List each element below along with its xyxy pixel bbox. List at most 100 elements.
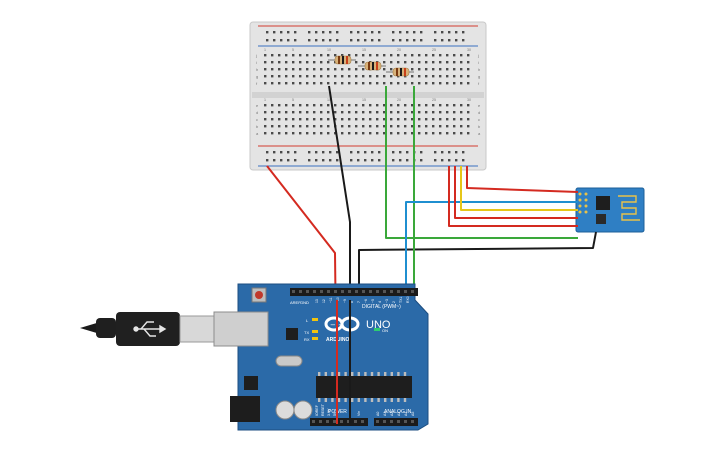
row-label: i	[478, 60, 479, 65]
terminal-hole	[348, 75, 351, 78]
terminal-hole	[320, 132, 323, 135]
terminal-hole	[404, 82, 407, 85]
chip-leg	[331, 398, 334, 402]
terminal-hole	[411, 111, 414, 114]
resistor-3	[386, 67, 414, 77]
rail-hole	[413, 39, 416, 42]
terminal-hole	[320, 54, 323, 57]
mcu-chip-legs	[318, 372, 407, 402]
chip-leg	[403, 372, 407, 376]
reset-button-cap	[255, 291, 263, 299]
digital-pin-label: 4	[378, 301, 382, 303]
header-pin	[411, 290, 414, 293]
terminal-hole	[292, 75, 295, 78]
center-channel	[252, 92, 484, 98]
terminal-hole	[376, 75, 379, 78]
rail-hole	[420, 151, 423, 154]
header-pin	[354, 420, 357, 423]
terminal-hole	[327, 54, 330, 57]
terminal-hole	[432, 61, 435, 64]
terminal-hole	[362, 118, 365, 121]
terminal-hole	[453, 61, 456, 64]
terminal-hole	[292, 54, 295, 57]
terminal-hole	[264, 75, 267, 78]
terminal-hole	[411, 118, 414, 121]
usb-cable-strain	[96, 318, 116, 338]
row-label: a	[478, 131, 481, 136]
rail-hole	[336, 31, 339, 34]
digital-pin-label: TX1	[399, 297, 403, 303]
rail-hole	[371, 159, 374, 162]
column-label: 30	[467, 48, 471, 52]
rail-hole	[336, 39, 339, 42]
terminal-hole	[383, 54, 386, 57]
row-label: c	[478, 117, 480, 122]
terminal-hole	[460, 61, 463, 64]
row-label: d	[478, 110, 480, 115]
terminal-hole	[264, 118, 267, 121]
terminal-hole	[425, 75, 428, 78]
rail-holes-top	[266, 31, 465, 42]
analog-pin-label: A3	[397, 412, 401, 416]
terminal-hole	[439, 75, 442, 78]
digital-pin-label: ~3	[385, 299, 389, 303]
rail-hole	[462, 39, 465, 42]
terminal-hole	[446, 75, 449, 78]
chip-leg	[324, 372, 327, 376]
terminal-hole	[369, 75, 372, 78]
ioref-label: IOREF	[315, 404, 319, 416]
chip-leg	[377, 372, 380, 376]
terminal-hole	[418, 82, 421, 85]
header-pin	[383, 290, 386, 293]
led-tx	[312, 330, 318, 333]
terminal-hole	[306, 82, 309, 85]
terminal-hole	[467, 61, 470, 64]
row-label: c	[256, 117, 258, 122]
rail-hole	[357, 39, 360, 42]
aref-label: AREF	[290, 300, 301, 305]
terminal-hole	[327, 68, 330, 71]
terminal-hole	[439, 132, 442, 135]
terminal-hole	[376, 132, 379, 135]
terminal-hole	[376, 54, 379, 57]
rail-hole	[308, 39, 311, 42]
chip-leg	[357, 398, 360, 402]
terminal-hole	[418, 132, 421, 135]
terminal-hole	[404, 125, 407, 128]
digital-pin-label: ~9	[343, 299, 347, 303]
terminal-hole	[355, 68, 358, 71]
terminal-hole	[292, 118, 295, 121]
terminal-hole	[467, 54, 470, 57]
digital-pin-label: 8	[350, 301, 354, 303]
terminal-hole	[306, 75, 309, 78]
terminal-hole	[383, 75, 386, 78]
terminal-hole	[439, 118, 442, 121]
chip-leg	[397, 372, 400, 376]
column-label: 5	[292, 98, 294, 102]
terminal-hole	[278, 68, 281, 71]
chip-leg	[324, 398, 327, 402]
terminal-hole	[425, 104, 428, 107]
terminal-hole	[320, 68, 323, 71]
column-label: 15	[362, 98, 366, 102]
rail-hole	[441, 151, 444, 154]
rail-hole	[315, 31, 318, 34]
rail-hole	[462, 31, 465, 34]
resistor-2	[358, 61, 386, 71]
terminal-hole	[411, 54, 414, 57]
terminal-hole	[432, 75, 435, 78]
rail-hole	[455, 151, 458, 154]
esp-pins	[578, 192, 588, 214]
terminal-hole	[369, 118, 372, 121]
terminal-hole	[264, 132, 267, 135]
terminal-hole	[453, 111, 456, 114]
terminal-hole	[355, 82, 358, 85]
v33-label: 3.3V	[327, 408, 331, 416]
digital-pin-label: 12	[322, 299, 326, 303]
chip-leg	[364, 372, 367, 376]
terminal-hole	[467, 75, 470, 78]
terminal-hole	[306, 111, 309, 114]
terminal-hole	[439, 111, 442, 114]
terminal-hole	[439, 68, 442, 71]
row-label: b	[478, 124, 481, 129]
